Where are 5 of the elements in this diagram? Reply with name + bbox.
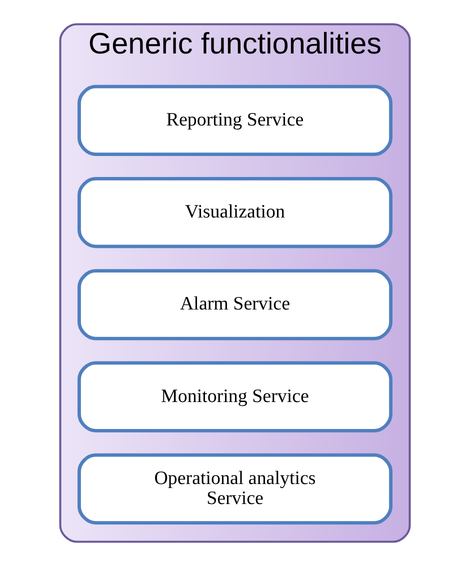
node-box: Alarm Service bbox=[78, 269, 392, 340]
node-box: Visualization bbox=[78, 177, 392, 248]
node-box: Reporting Service bbox=[78, 84, 392, 156]
node-box: Operational analytics Service bbox=[78, 453, 392, 524]
node-box: Monitoring Service bbox=[78, 361, 392, 432]
